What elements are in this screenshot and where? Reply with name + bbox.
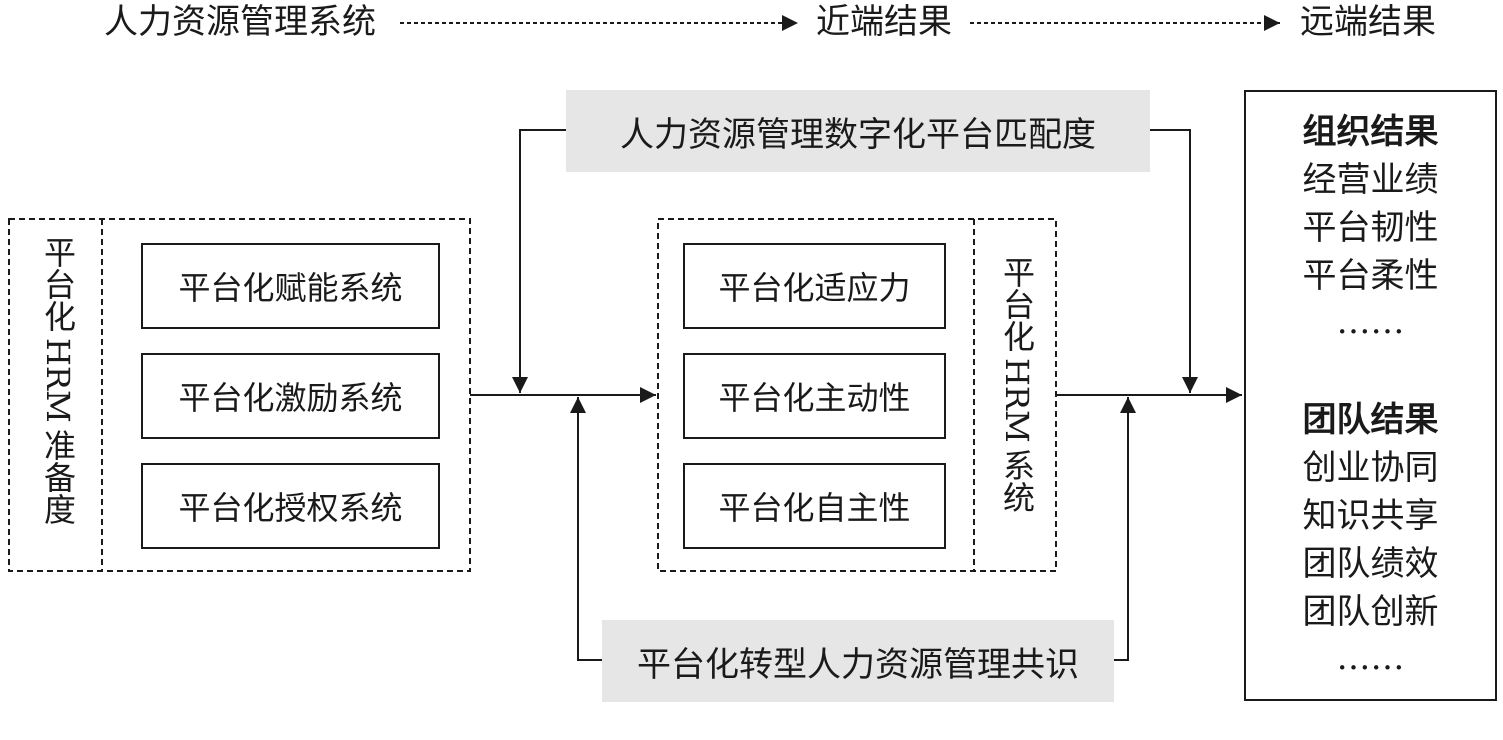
system-box-autonomy: 平台化自主性 [683,463,946,549]
moderator-top-right-arrow [1150,129,1198,393]
system-box-adaptability: 平台化适应力 [683,243,946,329]
moderator-top-left-arrow [512,129,566,393]
readiness-label: 平台化 HRM 准备度 [38,236,78,525]
org-result-ellipsis: …… [1336,302,1405,342]
system-box-proactivity: 平台化主动性 [683,353,946,439]
system-label-bottom: 系统 [998,448,1036,513]
readiness-label-top: 平台化 [39,236,77,332]
team-result-ellipsis: …… [1336,638,1405,678]
readiness-box-incentive: 平台化激励系统 [141,353,440,439]
readiness-container [8,218,471,572]
moderator-transformation-consensus: 平台化转型人力资源管理共识 [602,620,1114,702]
org-result-item: 平台柔性 [1302,256,1439,296]
header-stage-proximal: 近端结果 [816,2,952,42]
team-result-item: 团队绩效 [1302,544,1439,584]
moderator-bottom-right-arrow [1114,397,1136,661]
readiness-box-authorization: 平台化授权系统 [141,463,440,549]
system-label: 平台化 HRM 系统 [997,256,1037,513]
team-results-title: 团队结果 [1302,400,1439,440]
org-result-item: 平台韧性 [1302,208,1439,248]
team-result-item: 创业协同 [1302,448,1439,488]
results-box: 组织结果 经营业绩 平台韧性 平台柔性 …… 团队结果 创业协同 知识共享 团队… [1244,90,1497,701]
system-label-hrm: HRM [998,358,1036,443]
team-result-item: 知识共享 [1302,496,1439,536]
header-stage-hrm-system: 人力资源管理系统 [104,2,376,42]
moderator-bottom-left-arrow [570,397,602,661]
org-results-title: 组织结果 [1302,112,1439,152]
readiness-box-enabling: 平台化赋能系统 [141,243,440,329]
org-result-item: 经营业绩 [1302,160,1439,200]
header-stage-distal: 远端结果 [1300,2,1436,42]
readiness-label-hrm: HRM [39,338,77,423]
moderator-platform-fit: 人力资源管理数字化平台匹配度 [566,90,1150,172]
system-label-top: 平台化 [998,256,1036,352]
readiness-label-bottom: 准备度 [39,428,77,525]
team-result-item: 团队创新 [1302,592,1439,632]
